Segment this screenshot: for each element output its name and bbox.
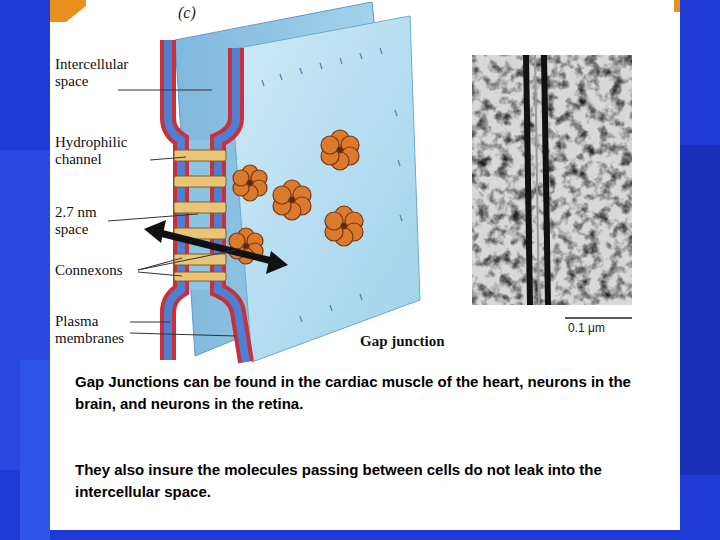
- rosette-pore: [289, 197, 295, 203]
- micrograph-texture: [472, 55, 632, 305]
- micrograph-membrane: [544, 55, 548, 305]
- membrane-edge: [168, 40, 181, 360]
- arrow-head: [266, 251, 288, 274]
- rosette-pore: [243, 243, 249, 249]
- rosette-subunit: [273, 186, 291, 204]
- connexon-rosettes: [229, 130, 363, 264]
- micrograph-gap: [535, 55, 539, 305]
- connexon-pair: [174, 272, 226, 281]
- part-label: Connexons: [55, 262, 165, 279]
- arrow-shaft: [160, 233, 272, 261]
- note-text: Gap Junctions can be found in the cardia…: [75, 371, 635, 415]
- membrane-edge: [168, 40, 181, 360]
- surface-mark: [400, 215, 402, 221]
- rosette-pore: [247, 180, 253, 186]
- scale-bar: [565, 317, 632, 319]
- surface-mark: [300, 68, 302, 74]
- rosette-pore: [337, 147, 343, 153]
- corner-arrow: [674, 0, 680, 12]
- connexon-pair: [174, 254, 226, 265]
- surface-mark: [300, 316, 302, 322]
- surface-mark: [340, 58, 342, 64]
- surface-mark: [262, 80, 264, 86]
- part-label: Intercellular space: [55, 56, 165, 90]
- leader-line: [118, 90, 212, 91]
- surface-mark: [320, 63, 322, 69]
- leader-line: [150, 157, 186, 160]
- surface-mark: [395, 110, 397, 116]
- connexon-rosette: [321, 130, 359, 170]
- surface-mark: [360, 294, 362, 300]
- connexon-pair: [174, 176, 226, 187]
- background-panel: [680, 145, 720, 475]
- surface-mark: [398, 160, 400, 166]
- rosette-pore: [341, 223, 347, 229]
- corner-arrow: [50, 0, 86, 22]
- leader-lines: [108, 90, 236, 336]
- connexon-pair: [174, 150, 226, 161]
- rosette-subunit: [321, 136, 339, 154]
- connexon-rosette: [233, 165, 267, 201]
- part-label: Hydrophilic channel: [55, 134, 165, 168]
- micrograph-membrane: [526, 55, 530, 305]
- figure-label: Gap junction: [360, 333, 500, 350]
- part-label: Plasma membranes: [55, 313, 145, 347]
- leader-line: [138, 250, 236, 270]
- connexon-pair: [174, 202, 226, 213]
- arrow-head: [144, 220, 166, 243]
- connexon-rosette: [273, 180, 311, 220]
- leader-line: [108, 214, 198, 221]
- leader-line: [130, 333, 236, 336]
- micrograph-background: [472, 55, 632, 305]
- rosette-subunit: [325, 212, 343, 230]
- content-panel: [50, 0, 680, 530]
- panel-letter: (c): [178, 4, 218, 22]
- background-panel: [20, 360, 50, 540]
- electron-micrograph: [472, 55, 632, 305]
- leader-line: [130, 322, 170, 323]
- surface-mark: [360, 53, 362, 59]
- leader-line: [138, 272, 182, 276]
- surface-mark: [330, 305, 332, 311]
- scale-label: 0.1 μm: [568, 321, 638, 335]
- note-text: They also insure the molecules passing b…: [75, 459, 635, 503]
- surface-marks: [262, 48, 402, 322]
- connexon-rosette: [325, 206, 363, 246]
- dimension-label: 2.7 nm space: [55, 204, 125, 238]
- surface-mark: [380, 48, 382, 54]
- flow-arrow: [144, 220, 288, 274]
- membrane-sheet: [228, 16, 420, 362]
- surface-mark: [280, 74, 282, 80]
